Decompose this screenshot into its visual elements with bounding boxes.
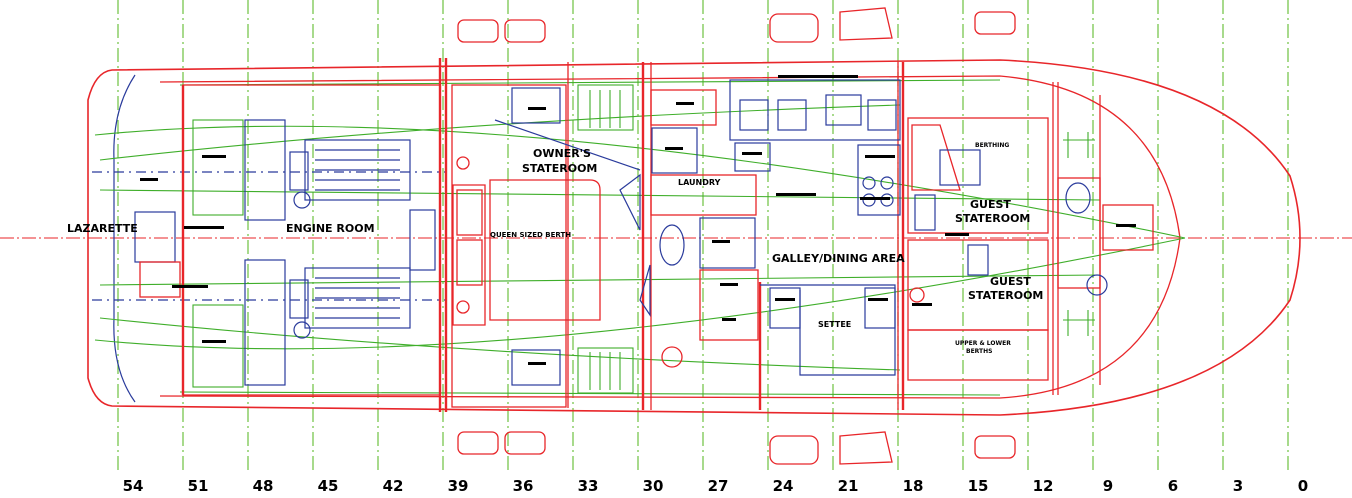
frame-numbers: 54 51 48 45 42 39 36 33 30 27 24 21 18 1… bbox=[123, 477, 1309, 495]
transom-curve bbox=[113, 74, 136, 403]
frame-label: 30 bbox=[643, 477, 664, 495]
label-lazarette: LAZARETTE bbox=[67, 222, 138, 235]
engine-stbd bbox=[289, 139, 411, 209]
frame-label: 21 bbox=[838, 477, 859, 495]
label-settee: SETTEE bbox=[818, 320, 851, 329]
station-lines bbox=[117, 0, 1289, 470]
frame-label: 0 bbox=[1298, 477, 1308, 495]
fixture-labels bbox=[140, 75, 1136, 365]
label-engine-room: ENGINE ROOM bbox=[286, 222, 375, 235]
label-guest1-line1: GUEST bbox=[970, 198, 1011, 211]
label-guest1-line2: STATEROOM bbox=[955, 212, 1030, 225]
equipment-racks bbox=[577, 84, 634, 394]
frame-label: 42 bbox=[383, 477, 404, 495]
windows bbox=[457, 7, 1016, 465]
hull-inner bbox=[159, 75, 1181, 399]
frame-label: 48 bbox=[253, 477, 274, 495]
frame-label: 3 bbox=[1233, 477, 1243, 495]
label-guest2-line2: STATEROOM bbox=[968, 289, 1043, 302]
frame-label: 51 bbox=[188, 477, 209, 495]
label-upper-lower-2: BERTHS bbox=[966, 348, 992, 355]
label-owners-line2: STATEROOM bbox=[522, 162, 597, 175]
frame-label: 15 bbox=[968, 477, 989, 495]
guest-stateroom-2 bbox=[907, 239, 1049, 381]
label-galley: GALLEY/DINING AREA bbox=[772, 252, 905, 265]
galley bbox=[729, 79, 901, 376]
hull-outline bbox=[87, 59, 1301, 416]
frame-label: 33 bbox=[578, 477, 599, 495]
forward-compartment bbox=[1057, 132, 1154, 336]
frame-label: 45 bbox=[318, 477, 339, 495]
frame-label: 36 bbox=[513, 477, 534, 495]
frame-label: 27 bbox=[708, 477, 729, 495]
frame-label: 9 bbox=[1103, 477, 1113, 495]
label-laundry: LAUNDRY bbox=[678, 178, 721, 187]
label-guest2-line1: GUEST bbox=[990, 275, 1031, 288]
guest-stateroom-1 bbox=[907, 117, 1049, 234]
frame-label: 24 bbox=[773, 477, 794, 495]
frame-label: 39 bbox=[448, 477, 469, 495]
label-owners-line1: OWNER'S bbox=[533, 147, 591, 160]
head-laundry bbox=[619, 89, 759, 368]
engine-room bbox=[134, 84, 441, 396]
owners-stateroom bbox=[451, 84, 641, 408]
frame-label: 54 bbox=[123, 477, 144, 495]
label-queen-berth: QUEEN SIZED BERTH bbox=[490, 231, 571, 239]
engine-port bbox=[289, 267, 411, 339]
frame-label: 6 bbox=[1168, 477, 1178, 495]
frame-label: 18 bbox=[903, 477, 924, 495]
label-upper-lower-1: UPPER & LOWER bbox=[955, 340, 1011, 347]
frame-label: 12 bbox=[1033, 477, 1054, 495]
label-berthing: BERTHING bbox=[975, 142, 1009, 149]
